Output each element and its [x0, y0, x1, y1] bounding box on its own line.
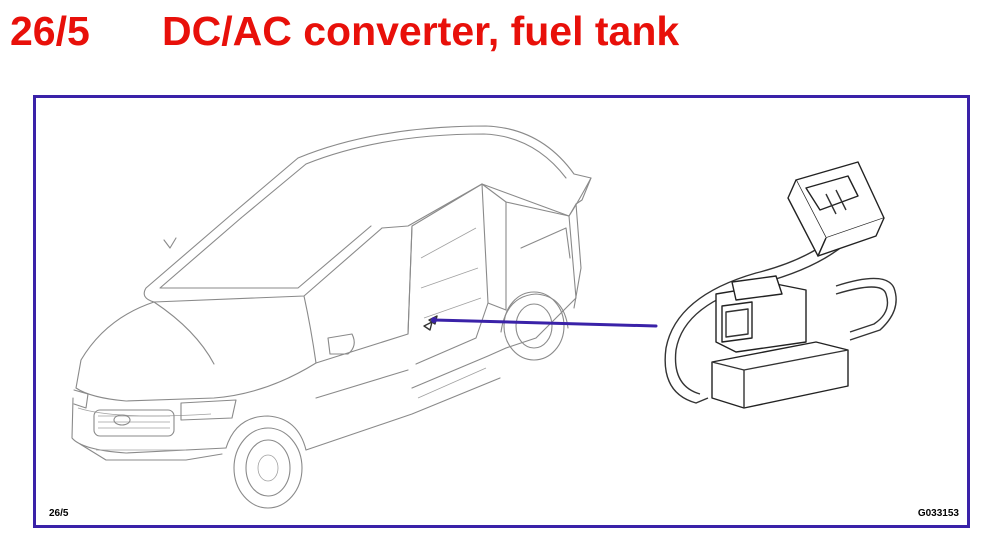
car-drawing [71, 125, 592, 509]
pointer-line [432, 318, 658, 328]
section-number: 26/5 [10, 8, 90, 54]
page-title: DC/AC converter, fuel tank [162, 8, 680, 54]
pointer-dot [431, 317, 437, 323]
connector-detail-drawing [664, 161, 897, 409]
figure-reference-left: 26/5 [49, 508, 69, 519]
illustration [71, 125, 897, 509]
figure-reference-code: G033153 [917, 508, 959, 519]
illustration-frame: 26/5 G033153 [33, 95, 970, 528]
